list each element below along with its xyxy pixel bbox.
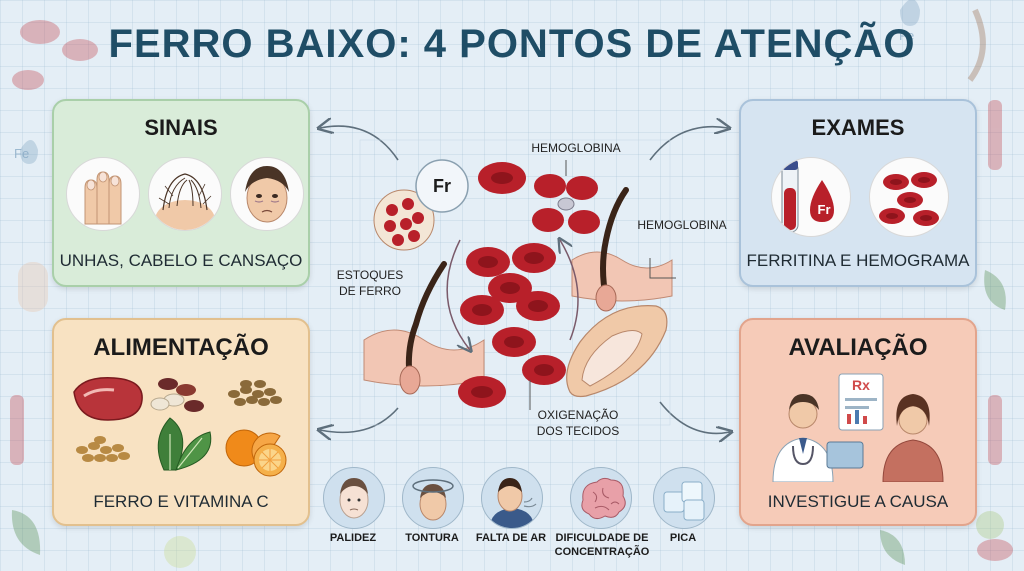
iron-fr-symbol: Fr	[433, 176, 451, 196]
card-sinais-title: SINAIS	[144, 115, 218, 140]
card-alimentacao-caption: FERRO E VITAMINA C	[93, 492, 269, 511]
rx-symbol: Rx	[852, 377, 870, 393]
ice-cubes-icon	[653, 467, 715, 529]
label-estoques: ESTOQUES	[336, 268, 404, 282]
ferritin-tube-image: Fr	[771, 157, 851, 237]
hair-image	[148, 157, 222, 231]
iron-bubble	[415, 159, 469, 213]
symptom-label-concentracao: CONCENTRAÇÃO	[554, 546, 650, 558]
card-exames-caption: FERRITINA E HEMOGRAMA	[746, 251, 970, 270]
card-avaliacao-title: AVALIAÇÃO	[788, 334, 928, 361]
card-alimentacao: ALIMENTAÇÃO	[52, 318, 310, 526]
arrow-to-exames	[649, 127, 728, 161]
card-sinais: SINAIS UNHAS, CABELO E CANSAÇO	[52, 99, 310, 287]
chart-document-icon	[838, 373, 884, 431]
card-alimentacao-title: ALIMENTAÇÃO	[93, 334, 269, 361]
card-exames-title: EXAMES	[811, 115, 905, 140]
grains-icon	[76, 436, 130, 462]
center-illustration	[359, 139, 676, 426]
steak-icon	[73, 377, 143, 421]
page-title: FERRO BAIXO: 4 PONTOS DE ATENÇÃO	[108, 22, 916, 66]
nails-image	[66, 157, 140, 231]
bg-fe-symbol-right: Fe	[899, 28, 915, 43]
symptom-label-pica: PICA	[669, 532, 697, 544]
foods-illustration	[73, 377, 287, 477]
patient-icon	[882, 394, 944, 482]
bg-fe-symbol-left: Fe	[14, 146, 30, 161]
tired-face-image	[230, 157, 304, 231]
exam-fr-symbol: Fr	[817, 202, 831, 217]
orange-icon	[225, 429, 287, 477]
beans-icon	[150, 378, 204, 412]
hair-follicle-left-icon	[363, 261, 485, 395]
label-hemoglobina-right: HEMOGLOBINA	[637, 218, 727, 232]
card-avaliacao-caption: INVESTIGUE A CAUSA	[767, 492, 949, 511]
arrow-to-avaliacao	[659, 401, 730, 433]
hemoglobin-molecule-icon	[532, 174, 600, 234]
dizziness-icon	[402, 467, 464, 529]
symptom-label-palidez: PALIDEZ	[329, 532, 377, 544]
doctor-icon	[772, 394, 834, 482]
brain-icon	[570, 467, 632, 529]
lentils-icon	[228, 380, 282, 406]
symptom-label-dificuldade: DIFICULDADE DE	[555, 532, 649, 544]
label-dos-tecidos: DOS TECIDOS	[536, 424, 620, 438]
arrow-to-sinais	[320, 126, 399, 161]
shortness-of-breath-icon	[481, 467, 543, 529]
hair-follicle-right-icon	[571, 187, 673, 312]
iron-stores-icon	[373, 189, 435, 251]
red-blood-cells	[458, 162, 566, 408]
symptom-label-tontura: TONTURA	[405, 532, 459, 544]
nail-finger-icon	[566, 305, 668, 398]
arrow-to-alimentacao	[320, 407, 399, 432]
pale-face-icon	[323, 467, 385, 529]
blood-cells-image	[869, 157, 949, 237]
label-de-ferro: DE FERRO	[338, 284, 401, 298]
clipboard-icon	[826, 441, 864, 469]
card-exames: EXAMES Fr FERRITINA E HEMOGRAMA	[739, 99, 977, 287]
label-hemoglobina-top: HEMOGLOBINA	[531, 141, 621, 155]
card-sinais-caption: UNHAS, CABELO E CANSAÇO	[59, 251, 303, 270]
symptom-label-falta-de-ar: FALTA DE AR	[475, 532, 547, 544]
spinach-icon	[157, 417, 212, 471]
label-oxigenacao: OXIGENAÇÃO	[537, 408, 619, 422]
card-avaliacao: AVALIAÇÃO Rx INVESTIGUE A CAUSA	[739, 318, 977, 526]
doctor-patient-illustration	[772, 373, 944, 482]
